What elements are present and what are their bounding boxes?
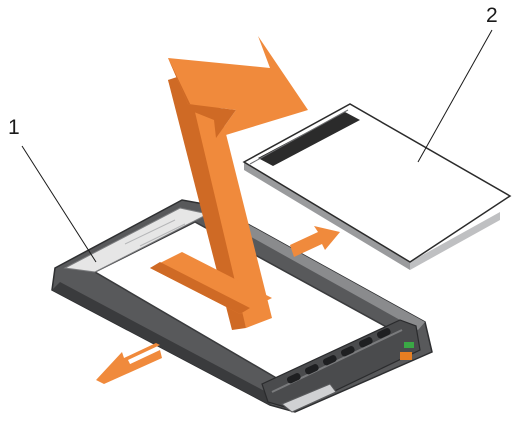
callout-1-number: 1 bbox=[8, 116, 20, 139]
callout-2-leader bbox=[418, 30, 492, 162]
eject-arrow bbox=[96, 343, 162, 384]
callout-2: 2 bbox=[418, 4, 498, 162]
callout-1: 1 bbox=[8, 116, 96, 262]
drive-top-face bbox=[244, 104, 510, 262]
carrier-led-amber bbox=[400, 352, 412, 360]
callout-1-leader bbox=[22, 146, 96, 262]
insert-arrow bbox=[290, 226, 340, 257]
callout-2-number: 2 bbox=[486, 4, 498, 27]
carrier-led-green bbox=[404, 342, 414, 348]
